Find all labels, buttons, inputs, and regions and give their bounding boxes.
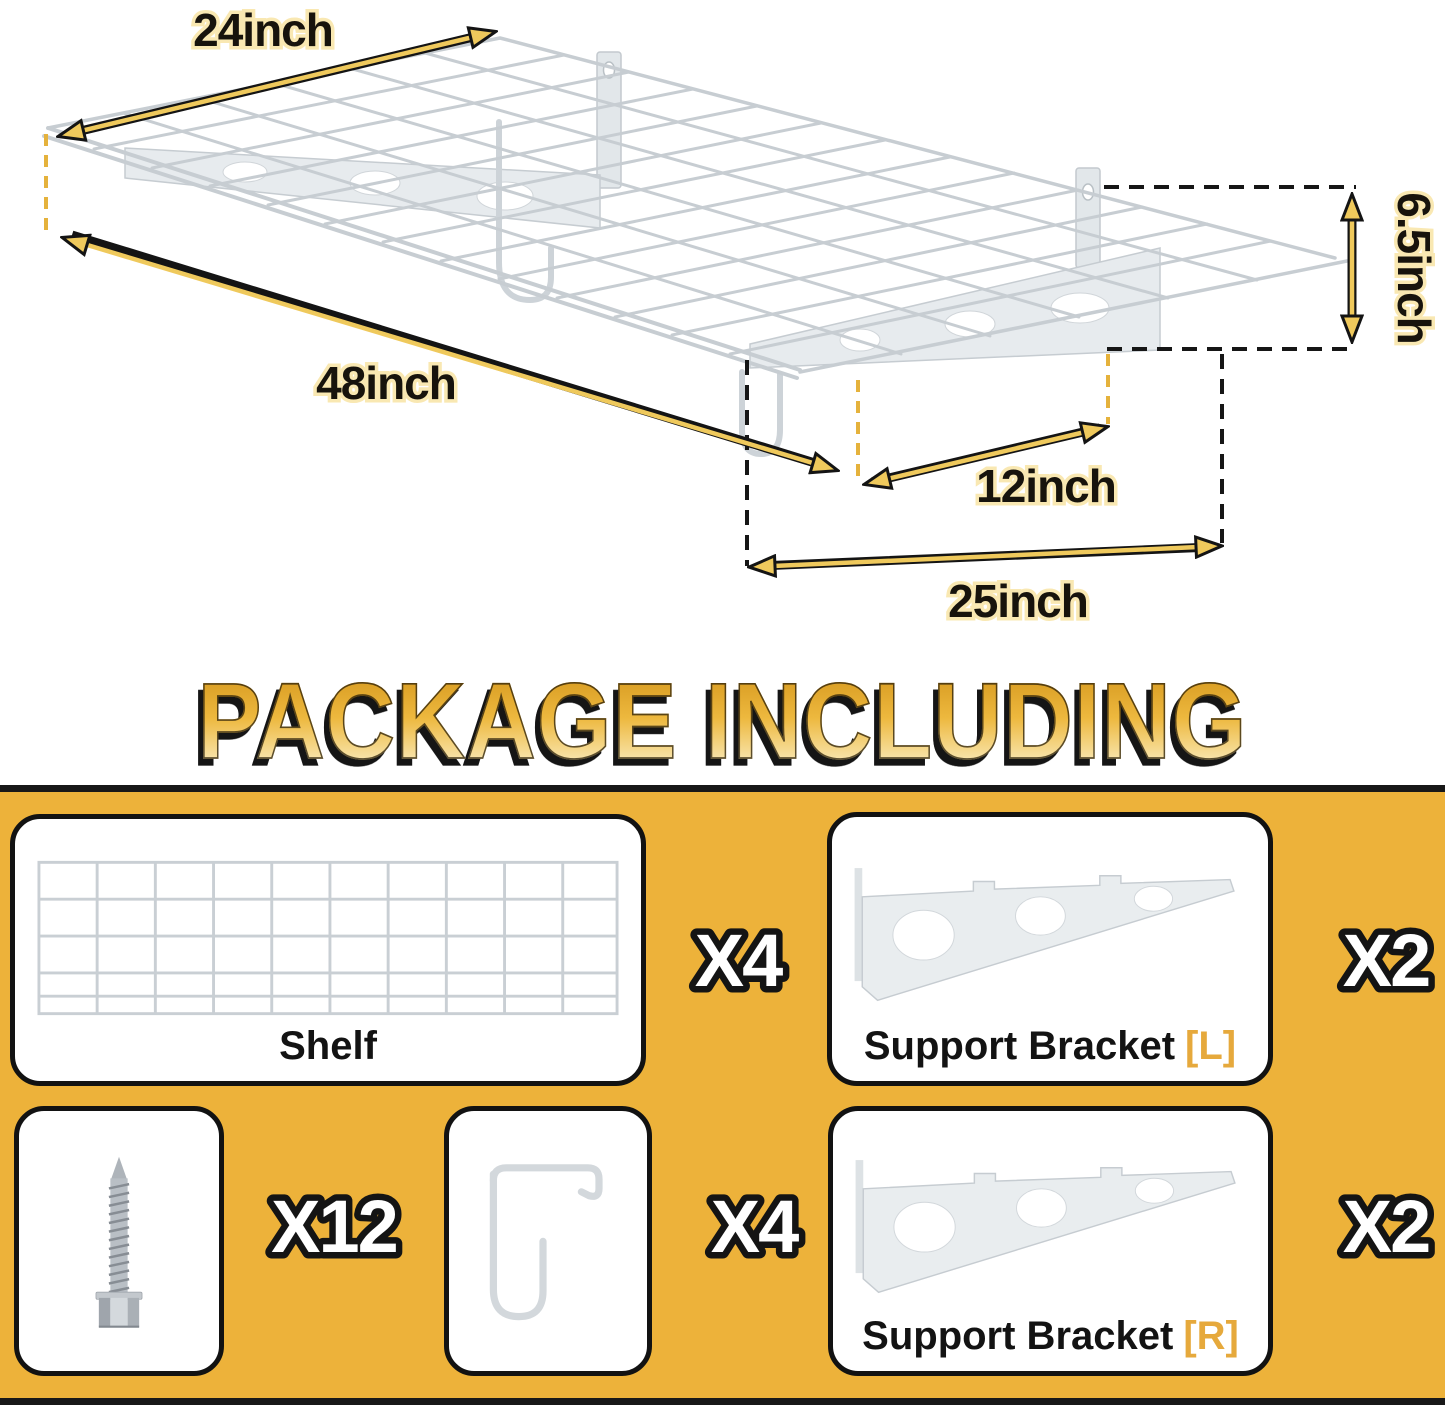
dim-label-12inch: 12inch bbox=[976, 460, 1116, 512]
svg-text:X4: X4 bbox=[695, 919, 783, 1002]
shelf-grid-icon bbox=[37, 860, 619, 1016]
svg-text:X4: X4 bbox=[711, 1185, 799, 1268]
qty-shelf: X4 bbox=[688, 914, 791, 1009]
support-bracket-left-icon bbox=[854, 868, 1235, 1002]
svg-text:X12: X12 bbox=[271, 1185, 397, 1268]
dashed-guides-yellow bbox=[44, 134, 1110, 482]
dim-label-6-5inch: 6.5inch bbox=[1388, 192, 1440, 344]
shelf-diagram-svg: 24inch 48inch 12inch 25inch 6.5inch bbox=[42, 1, 1444, 631]
dim-label-48inch: 48inch bbox=[316, 357, 456, 409]
support-bracket-right-icon bbox=[855, 1160, 1236, 1294]
package-item-bracket-right: Support Bracket[R] bbox=[828, 1106, 1273, 1376]
qty-bracket-right: X2 bbox=[1336, 1180, 1438, 1275]
bracket-right-label: Support Bracket[R] bbox=[862, 1314, 1239, 1358]
page-title: PACKAGE INCLUDING bbox=[197, 661, 1248, 781]
package-panel: Shelf X4 Support Bracket[L] X2 bbox=[0, 785, 1445, 1405]
title-band: PACKAGE INCLUDING bbox=[0, 658, 1445, 785]
bracket-left-label: Support Bracket[L] bbox=[863, 1024, 1237, 1068]
qty-hook: X4 bbox=[704, 1180, 807, 1275]
shelf-dimension-diagram: 24inch 48inch 12inch 25inch 6.5inch bbox=[0, 0, 1445, 660]
svg-text:X2: X2 bbox=[1343, 1185, 1430, 1268]
bracket-right-variant: [R] bbox=[1183, 1314, 1239, 1358]
package-item-hook bbox=[444, 1106, 652, 1376]
dimension-arrows bbox=[60, 32, 1352, 567]
qty-bracket-left: X2 bbox=[1336, 914, 1438, 1009]
qty-screw: X12 bbox=[265, 1180, 406, 1275]
package-item-screw bbox=[14, 1106, 224, 1376]
package-item-shelf: Shelf bbox=[10, 814, 646, 1086]
bracket-left-variant: [L] bbox=[1185, 1024, 1237, 1068]
hook-icon bbox=[489, 1164, 603, 1321]
dim-label-24inch: 24inch bbox=[193, 4, 333, 56]
dim-label-25inch: 25inch bbox=[948, 575, 1088, 627]
package-item-bracket-left: Support Bracket[L] bbox=[827, 812, 1273, 1086]
shelf-label: Shelf bbox=[279, 1024, 377, 1068]
screw-icon bbox=[95, 1156, 143, 1328]
svg-text:X2: X2 bbox=[1343, 919, 1430, 1002]
